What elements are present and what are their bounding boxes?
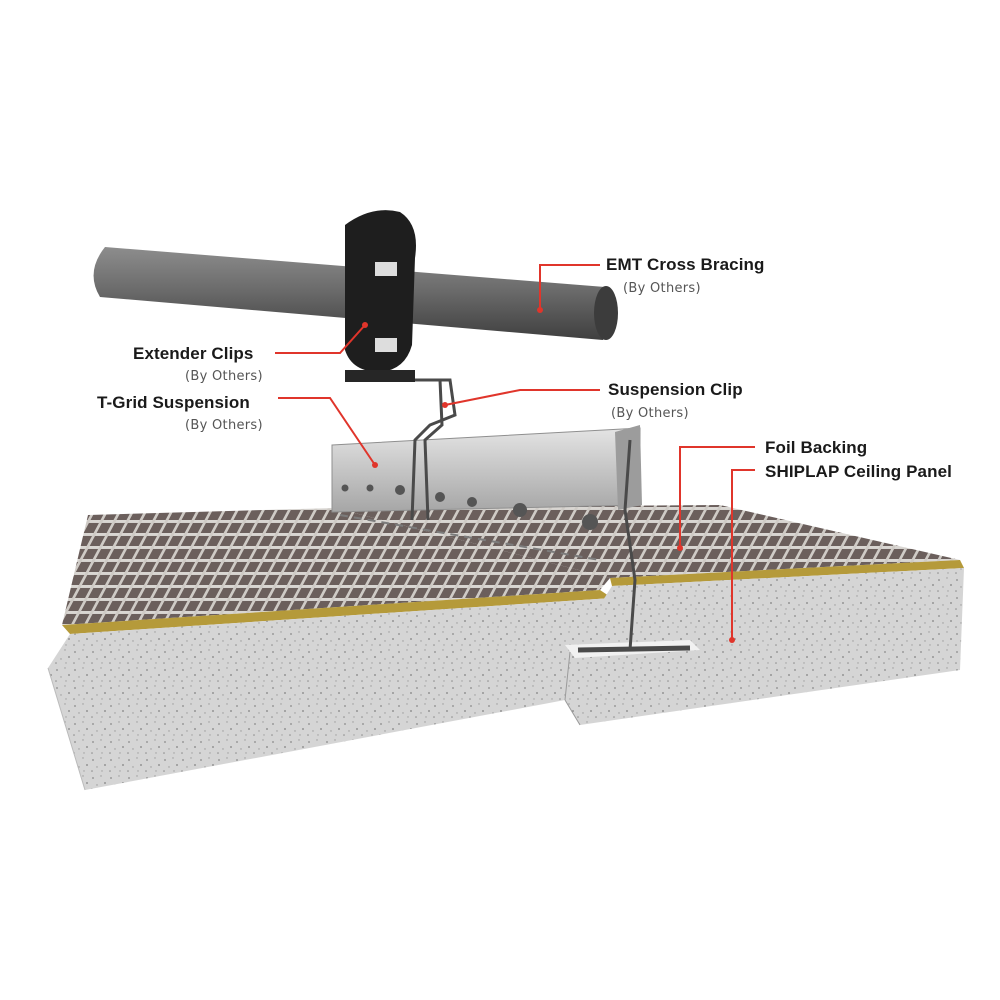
label-extender-clips: Extender Clips — [133, 344, 254, 363]
leader-foil — [679, 446, 755, 548]
foil-backing-left — [62, 508, 610, 625]
label-suspension-clip: Suspension Clip — [608, 380, 743, 399]
label-extender-clips-note: (By Others) — [185, 369, 263, 384]
label-t-grid-suspension-note: (By Others) — [185, 418, 263, 433]
label-foil-backing: Foil Backing — [765, 438, 868, 457]
leader-lines — [275, 264, 755, 640]
foil-backing-right — [335, 505, 960, 578]
leader-extender — [275, 324, 366, 354]
label-t-grid-suspension: T-Grid Suspension — [97, 393, 250, 412]
suspension-clip — [345, 378, 691, 653]
extender-clips — [345, 210, 416, 382]
panel-body-right — [565, 568, 964, 725]
leader-suspension-clip — [444, 389, 600, 406]
label-emt-cross-bracing: EMT Cross Bracing — [606, 255, 765, 274]
leader-shiplap — [731, 469, 755, 640]
leader-emt — [539, 264, 600, 310]
panel-body-left — [48, 598, 612, 790]
label-shiplap-ceiling-panel: SHIPLAP Ceiling Panel — [765, 462, 952, 481]
label-suspension-clip-note: (By Others) — [611, 406, 689, 421]
t-grid-suspension — [331, 425, 642, 561]
label-emt-cross-bracing-note: (By Others) — [623, 281, 701, 296]
leader-t-grid — [278, 397, 376, 466]
shiplap-ceiling-panel — [47, 505, 964, 791]
